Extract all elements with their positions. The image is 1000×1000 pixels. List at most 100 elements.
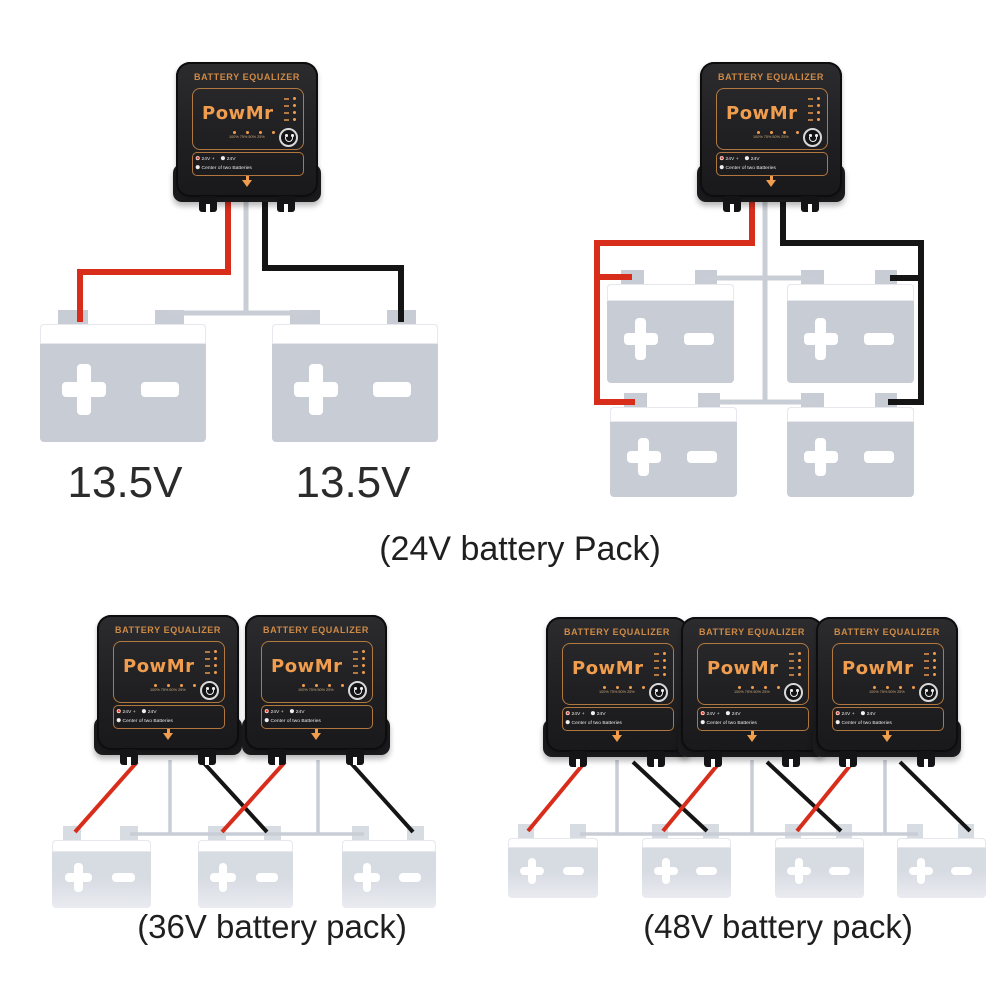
negative-wire xyxy=(765,760,843,833)
legend-option-24v-plus: 24V + xyxy=(725,155,739,162)
status-led-icon xyxy=(789,652,801,676)
battery-top-band xyxy=(198,840,293,852)
battery-equalizer-device: BATTERY EQUALIZER PowMr 100% 75% 50% 25%… xyxy=(678,617,826,767)
white-terminal-dot-icon xyxy=(220,156,225,161)
white-terminal-dot-icon xyxy=(264,718,269,723)
mounting-tab xyxy=(569,751,587,767)
legend-option-24v-plus: 24V + xyxy=(706,710,720,717)
battery xyxy=(607,270,734,383)
legend-option-center: Center of two Batteries xyxy=(122,717,173,724)
powmr-emblem-icon xyxy=(803,128,822,147)
red-terminal-dot-icon xyxy=(835,711,840,716)
wiring-legend: 24V +24V Center of two Batteries xyxy=(832,707,944,731)
battery xyxy=(610,393,737,497)
mounting-tab xyxy=(198,749,216,765)
battery-voltage-label: 13.5V xyxy=(67,458,183,507)
mounting-tab xyxy=(346,749,364,765)
plus-symbol xyxy=(74,863,83,893)
minus-symbol xyxy=(562,867,584,876)
soc-labels: 100% 75% 50% 25% xyxy=(734,690,770,695)
mounting-tab xyxy=(782,751,800,767)
wiring-legend: 24V +24V Center of two Batteries xyxy=(261,705,373,729)
white-terminal-dot-icon xyxy=(835,720,840,725)
plus-symbol xyxy=(528,858,536,885)
device-front-panel: PowMr 100% 75% 50% 25% xyxy=(113,641,225,703)
battery-top-band xyxy=(52,840,151,852)
plus-symbol xyxy=(794,858,803,885)
device-body: BATTERY EQUALIZER PowMr 100% 75% 50% 25%… xyxy=(97,615,239,750)
legend-option-24v: 24V xyxy=(731,710,741,717)
powmr-emblem-icon xyxy=(200,681,219,700)
soc-led-icons xyxy=(603,686,661,689)
legend-option-center: Center of two Batteries xyxy=(725,164,776,171)
brand-logo: PowMr xyxy=(271,656,343,677)
battery-body xyxy=(775,838,864,898)
battery-top-band xyxy=(897,838,986,849)
wiring-legend: 24V +24V Center of two Batteries xyxy=(562,707,674,731)
brand-logo: PowMr xyxy=(842,658,914,679)
device-title: BATTERY EQUALIZER xyxy=(193,72,301,82)
powmr-emblem-icon xyxy=(919,683,938,702)
battery xyxy=(897,824,986,898)
negative-wire xyxy=(201,760,269,834)
powmr-emblem-icon xyxy=(279,128,298,147)
plus-symbol xyxy=(635,317,647,361)
legend-option-24v: 24V xyxy=(750,155,760,162)
white-terminal-dot-icon xyxy=(195,165,200,170)
battery-body xyxy=(508,838,598,898)
negative-wire xyxy=(631,760,709,833)
down-arrow-icon xyxy=(882,731,892,742)
soc-indicator: 100% 75% 50% 25% xyxy=(753,131,815,146)
soc-led-icons xyxy=(302,684,360,687)
white-terminal-dot-icon xyxy=(860,711,865,716)
battery xyxy=(787,393,914,497)
device-body: BATTERY EQUALIZER PowMr 100% 75% 50% 25%… xyxy=(245,615,387,750)
mounting-tab xyxy=(917,751,935,767)
mounting-tab xyxy=(268,749,286,765)
device-body: BATTERY EQUALIZER PowMr 100% 75% 50% 25%… xyxy=(700,62,842,197)
device-title: BATTERY EQUALIZER xyxy=(833,627,941,637)
plus-symbol xyxy=(363,863,372,893)
device-front-panel: PowMr 100% 75% 50% 25% xyxy=(832,643,944,705)
battery xyxy=(52,826,151,908)
caption-24v-pack: (24V battery Pack) xyxy=(379,530,661,568)
battery-top-band xyxy=(272,324,438,345)
mounting-tab xyxy=(120,749,138,765)
mounting-tab xyxy=(723,196,741,212)
legend-option-center: Center of two Batteries xyxy=(571,719,622,726)
legend-option-24v: 24V xyxy=(866,710,876,717)
white-terminal-dot-icon xyxy=(719,165,724,170)
battery-equalizer-device: BATTERY EQUALIZER PowMr 100% 75% 50% 25%… xyxy=(813,617,961,767)
legend-option-24v-plus: 24V + xyxy=(571,710,585,717)
battery-body xyxy=(787,407,914,497)
device-body: BATTERY EQUALIZER PowMr 100% 75% 50% 25%… xyxy=(681,617,823,752)
soc-led-icons xyxy=(154,684,212,687)
minus-symbol xyxy=(864,451,894,463)
brand-logo: PowMr xyxy=(123,656,195,677)
soc-indicator: 100% 75% 50% 25% xyxy=(599,686,661,701)
legend-option-center: Center of two Batteries xyxy=(706,719,757,726)
battery-body xyxy=(607,284,734,383)
battery-body xyxy=(610,407,737,497)
battery-top-band xyxy=(787,284,914,301)
wiring-legend: 24V +24V Center of two Batteries xyxy=(192,152,304,176)
battery xyxy=(342,826,436,908)
white-terminal-dot-icon xyxy=(725,711,730,716)
soc-indicator: 100% 75% 50% 25% xyxy=(734,686,796,701)
legend-option-24v: 24V xyxy=(226,155,236,162)
caption-36v-pack: (36V battery pack) xyxy=(137,908,407,945)
brand-logo: PowMr xyxy=(707,658,779,679)
battery xyxy=(787,270,914,383)
battery-body xyxy=(897,838,986,898)
soc-led-icons xyxy=(738,686,796,689)
positive-wire xyxy=(795,760,855,833)
battery-voltage-label: 13.5V xyxy=(295,458,411,507)
battery-equalizer-device: BATTERY EQUALIZER PowMr 100% 75% 50% 25%… xyxy=(242,615,390,765)
minus-symbol xyxy=(112,873,136,883)
battery-top-band xyxy=(775,838,864,849)
wiring-legend: 24V + 24V Center of two Batteries xyxy=(697,707,809,731)
minus-symbol xyxy=(696,867,717,876)
plus-symbol xyxy=(815,317,827,361)
plus-symbol xyxy=(219,863,228,893)
device-title: BATTERY EQUALIZER xyxy=(717,72,825,82)
